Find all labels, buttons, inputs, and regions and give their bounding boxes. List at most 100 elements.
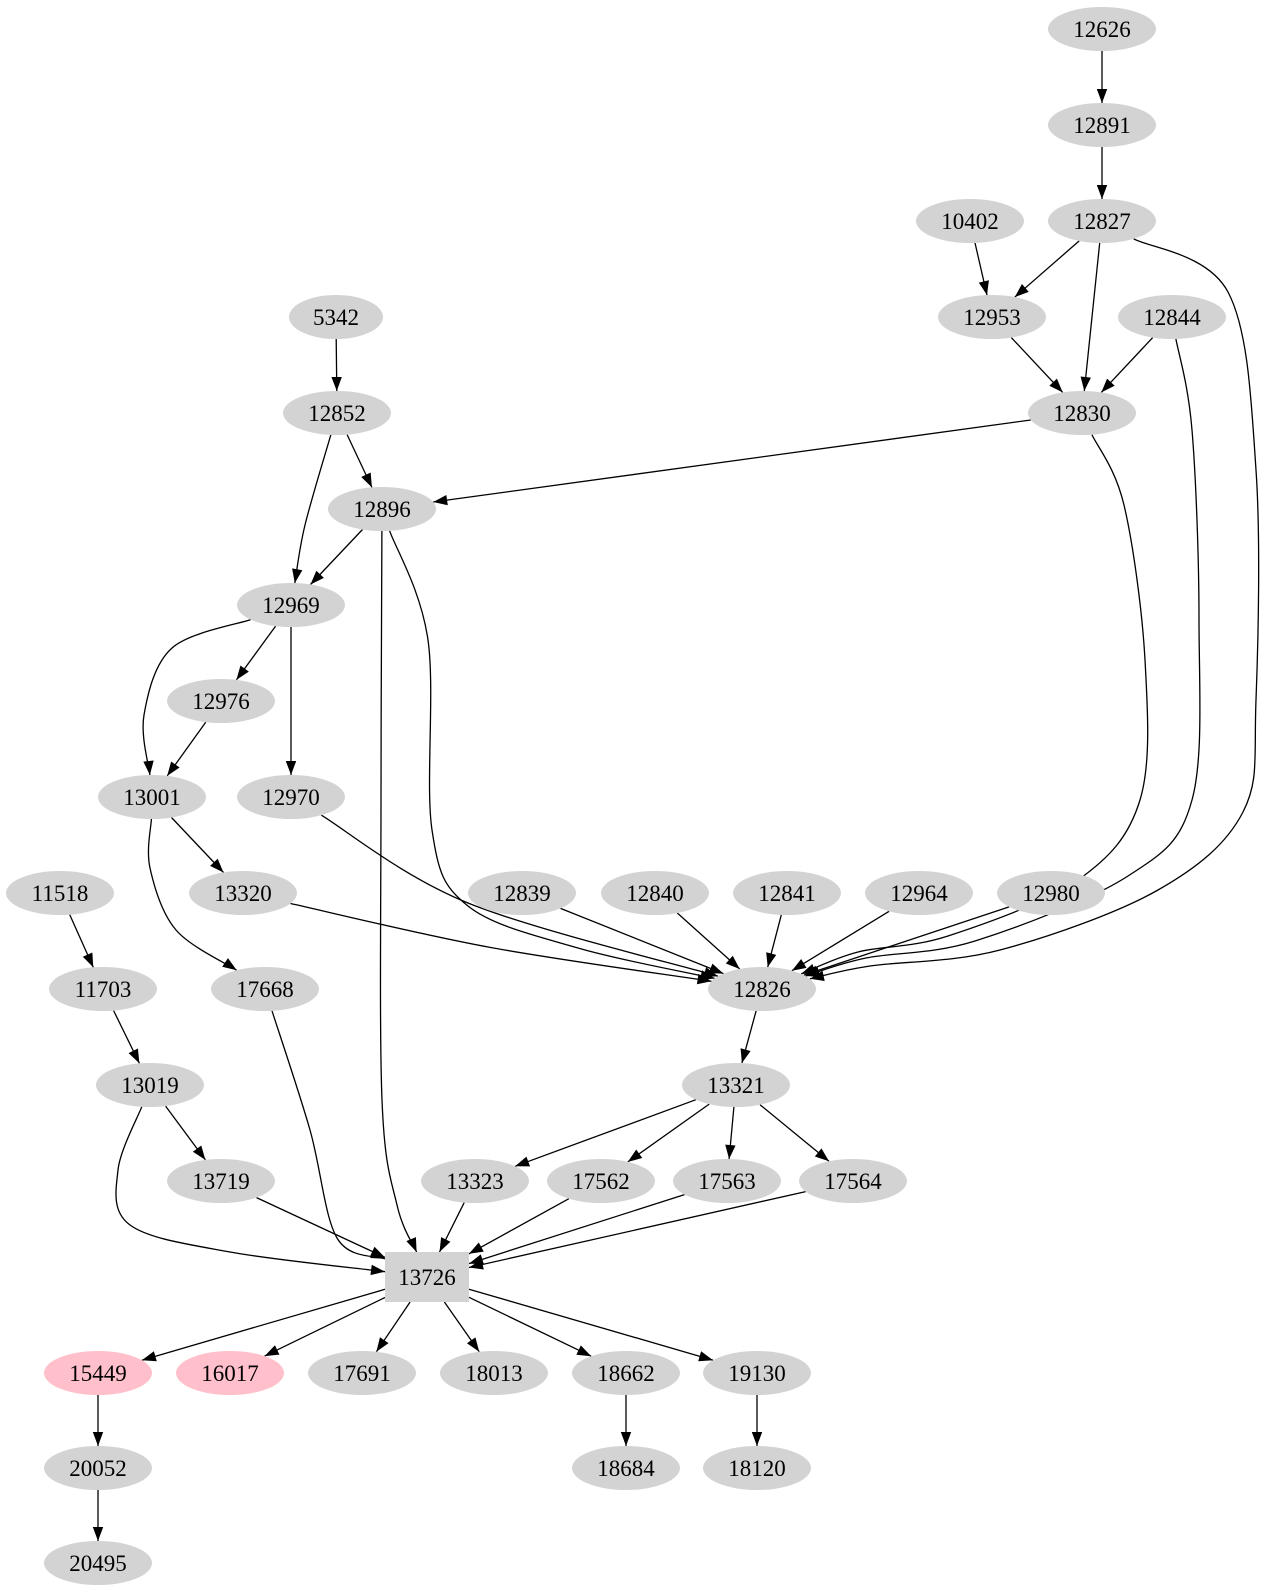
node-label-13320: 13320	[214, 881, 272, 906]
node-label-12969: 12969	[262, 593, 320, 618]
edge-13726-18662	[468, 1296, 592, 1357]
edge-13320-12826	[290, 902, 712, 985]
node-18120: 18120	[703, 1446, 811, 1490]
node-12852: 12852	[283, 391, 391, 435]
ellipse-node-shape	[44, 1446, 152, 1490]
node-19130: 19130	[703, 1351, 811, 1395]
node-13321: 13321	[682, 1063, 790, 1107]
ellipse-node-shape	[96, 1063, 204, 1107]
node-label-13719: 13719	[192, 1169, 250, 1194]
edge-12852-12896	[346, 434, 373, 488]
edge-13719-13726	[256, 1197, 386, 1258]
node-13320: 13320	[189, 871, 297, 915]
edge-layer	[69, 51, 1260, 1541]
node-label-13001: 13001	[123, 785, 181, 810]
node-label-12840: 12840	[626, 881, 684, 906]
node-label-12844: 12844	[1143, 305, 1201, 330]
node-17562: 17562	[547, 1159, 655, 1203]
node-17563: 17563	[673, 1159, 781, 1203]
node-13019: 13019	[96, 1063, 204, 1107]
edge-12827-12826	[809, 238, 1260, 982]
edge-12969-13001	[142, 618, 251, 776]
node-label-17668: 17668	[236, 977, 294, 1002]
edge-12969-12976	[235, 625, 277, 681]
node-label-18013: 18013	[465, 1361, 523, 1386]
edge-13726-19130	[468, 1288, 714, 1362]
node-12964: 12964	[865, 871, 973, 915]
node-label-20495: 20495	[69, 1551, 127, 1576]
ellipse-node-shape	[167, 679, 275, 723]
ellipse-node-shape	[421, 1159, 529, 1203]
node-label-12827: 12827	[1073, 209, 1131, 234]
edge-12840-12826	[676, 912, 741, 970]
ellipse-node-shape	[865, 871, 973, 915]
node-11703: 11703	[49, 967, 157, 1011]
ellipse-node-shape	[440, 1351, 548, 1395]
node-12830: 12830	[1028, 391, 1136, 435]
edge-17562-13726	[468, 1198, 570, 1255]
node-label-11703: 11703	[75, 977, 132, 1002]
node-label-12976: 12976	[192, 689, 250, 714]
edge-12896-12826	[388, 530, 715, 981]
edge-12827-12830	[1080, 242, 1101, 392]
node-label-19130: 19130	[728, 1361, 786, 1386]
ellipse-node-shape	[572, 1446, 680, 1490]
node-label-12891: 12891	[1073, 113, 1131, 138]
edge-13321-17564	[759, 1104, 830, 1162]
ellipse-node-shape	[167, 1159, 275, 1203]
edge-17668-13726	[271, 1010, 386, 1260]
node-12969: 12969	[237, 583, 345, 627]
node-18013: 18013	[440, 1351, 548, 1395]
node-label-13019: 13019	[121, 1073, 179, 1098]
node-label-12830: 12830	[1053, 401, 1111, 426]
ellipse-node-shape	[98, 775, 206, 819]
node-label-12852: 12852	[308, 401, 366, 426]
node-label-11518: 11518	[32, 881, 89, 906]
node-label-17564: 17564	[824, 1169, 882, 1194]
node-label-17563: 17563	[698, 1169, 756, 1194]
node-label-18120: 18120	[728, 1456, 786, 1481]
node-10402: 10402	[916, 199, 1024, 243]
node-label-13323: 13323	[446, 1169, 504, 1194]
ellipse-node-shape	[682, 1063, 790, 1107]
node-label-18684: 18684	[597, 1456, 655, 1481]
node-12826: 12826	[708, 967, 816, 1011]
box-node-shape	[385, 1252, 469, 1302]
node-label-12964: 12964	[890, 881, 948, 906]
ellipse-node-shape	[283, 391, 391, 435]
edge-12896-12969	[310, 529, 363, 585]
edge-12844-12830	[1100, 337, 1154, 393]
node-18684: 18684	[572, 1446, 680, 1490]
node-label-18662: 18662	[597, 1361, 655, 1386]
node-12980: 12980	[997, 871, 1105, 915]
node-label-13321: 13321	[707, 1073, 765, 1098]
ellipse-node-shape	[1118, 295, 1226, 339]
ellipse-node-shape	[1048, 7, 1156, 51]
node-17564: 17564	[799, 1159, 907, 1203]
ellipse-node-shape	[733, 871, 841, 915]
node-12970: 12970	[237, 775, 345, 819]
node-20495: 20495	[44, 1541, 152, 1585]
node-16017: 16017	[176, 1351, 284, 1395]
node-12953: 12953	[938, 295, 1046, 339]
edge-13726-16017	[264, 1296, 386, 1357]
edge-12970-12826	[321, 814, 719, 978]
ellipse-node-shape	[237, 583, 345, 627]
edge-12953-12830	[1010, 337, 1064, 393]
node-label-12896: 12896	[353, 497, 411, 522]
node-label-17691: 17691	[333, 1361, 391, 1386]
node-15449: 15449	[44, 1351, 152, 1395]
ellipse-node-shape	[601, 871, 709, 915]
node-label-12953: 12953	[963, 305, 1021, 330]
ellipse-node-shape	[237, 775, 345, 819]
node-label-16017: 16017	[201, 1361, 259, 1386]
edge-13019-13719	[165, 1105, 206, 1161]
ellipse-node-shape	[211, 967, 319, 1011]
node-12844: 12844	[1118, 295, 1226, 339]
edge-12896-13726	[379, 530, 418, 1253]
ellipse-node-shape	[916, 199, 1024, 243]
edge-12839-12826	[560, 907, 724, 975]
ellipse-node-shape	[468, 871, 576, 915]
